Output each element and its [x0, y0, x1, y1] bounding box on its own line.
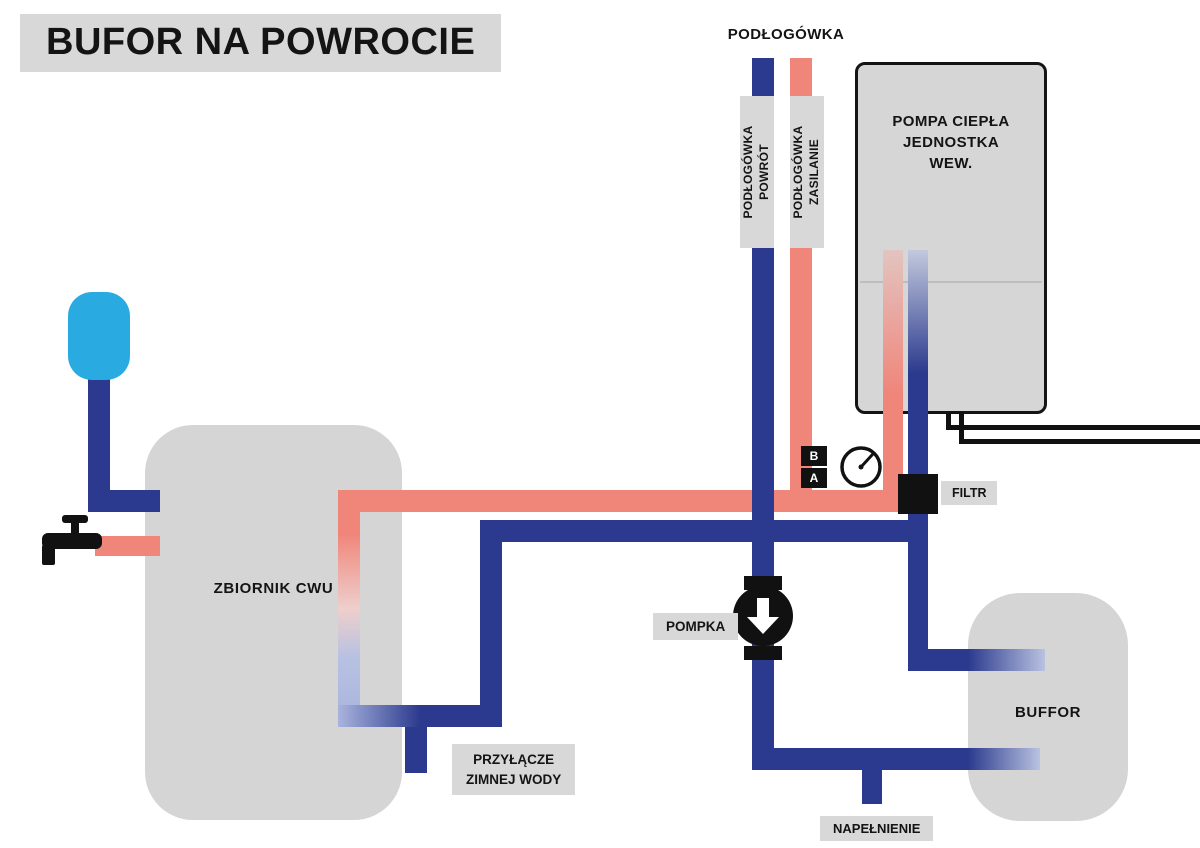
floor-return-label-line1: PODŁOGÓWKA	[741, 125, 756, 219]
fill-connection-label: NAPEŁNIENIE	[820, 816, 934, 841]
cold-water-connection-label: PRZYŁĄCZE ZIMNEJ WODY	[452, 744, 576, 796]
faucet-svg	[42, 515, 102, 565]
cable-2-horizontal	[959, 439, 1200, 444]
cold-water-label-line2: ZIMNEJ WODY	[466, 771, 562, 787]
dhw-tank-shape	[145, 425, 402, 820]
pipe-heatpump-supply-vertical	[883, 250, 903, 512]
arrow-down-icon	[757, 598, 769, 619]
heat-pump-label-line1: POMPA CIEPŁA	[892, 113, 1010, 130]
floor-return-pipe-label: PODŁOGÓWKA POWRÓT	[740, 96, 774, 248]
pipe-return-horizontal	[480, 520, 928, 542]
buffer-tank-shape	[968, 593, 1128, 821]
pump-flange-bottom	[744, 646, 782, 660]
pipe-heatpump-return-upper	[908, 250, 928, 474]
valve-port-a: A	[801, 468, 827, 488]
heat-pump-label-line3: WEW.	[929, 155, 973, 172]
pipe-fill-stub	[862, 770, 882, 804]
floor-return-pipe-label-text: PODŁOGÓWKA POWRÓT	[740, 96, 774, 248]
floor-supply-label-line2: ZASILANIE	[807, 138, 821, 206]
floor-supply-pipe-label: PODŁOGÓWKA ZASILANIE	[790, 96, 824, 248]
expansion-vessel-icon	[68, 292, 130, 380]
pipe-heatpump-return-lower	[908, 514, 928, 671]
pipe-supply-horizontal	[338, 490, 903, 512]
pressure-gauge-icon	[838, 444, 884, 490]
filter-label: FILTR	[941, 481, 998, 505]
pressure-gauge-svg	[840, 446, 882, 488]
pipe-vessel-horizontal	[88, 490, 160, 512]
pipe-coil-out-horizontal	[338, 705, 502, 727]
pipe-tap-outlet	[95, 536, 160, 556]
pipe-vessel-vertical	[88, 368, 110, 512]
cable-1-horizontal	[946, 425, 1200, 430]
floor-supply-pipe-label-text: PODŁOGÓWKA ZASILANIE	[790, 96, 824, 248]
arrow-down-head	[747, 617, 779, 634]
unit-panel-seam	[860, 281, 1042, 283]
faucet-icon	[38, 515, 110, 575]
pump-label: POMPKA	[653, 613, 739, 640]
pipe-tank-coil-vertical	[338, 512, 360, 727]
heat-pump-label: POMPA CIEPŁA JEDNOSTKA WEW.	[858, 111, 1044, 174]
buffer-label: BUFFOR	[1014, 704, 1082, 721]
page-title: BUFOR NA POWROCIE	[20, 14, 502, 72]
cable-2-vertical	[959, 412, 964, 444]
floor-return-label-line2: POWRÓT	[757, 144, 771, 200]
pipe-buffer-top-connection	[908, 649, 1045, 671]
pipe-buffer-bottom-connection	[752, 748, 1040, 770]
pipe-cold-water-stub	[405, 727, 427, 773]
valve-port-b: B	[801, 446, 827, 466]
filter-icon	[898, 474, 938, 514]
cold-water-label-line1: PRZYŁĄCZE	[473, 752, 555, 767]
floor-supply-label-line1: PODŁOGÓWKA	[791, 125, 806, 219]
cable-1-vertical	[946, 412, 951, 430]
pipe-coil-out-vertical	[480, 520, 502, 727]
dhw-tank-label: ZBIORNIK CWU	[213, 580, 334, 597]
floor-heating-header: PODŁOGÓWKA	[727, 26, 845, 43]
heat-pump-label-line2: JEDNOSTKA	[902, 134, 1000, 151]
